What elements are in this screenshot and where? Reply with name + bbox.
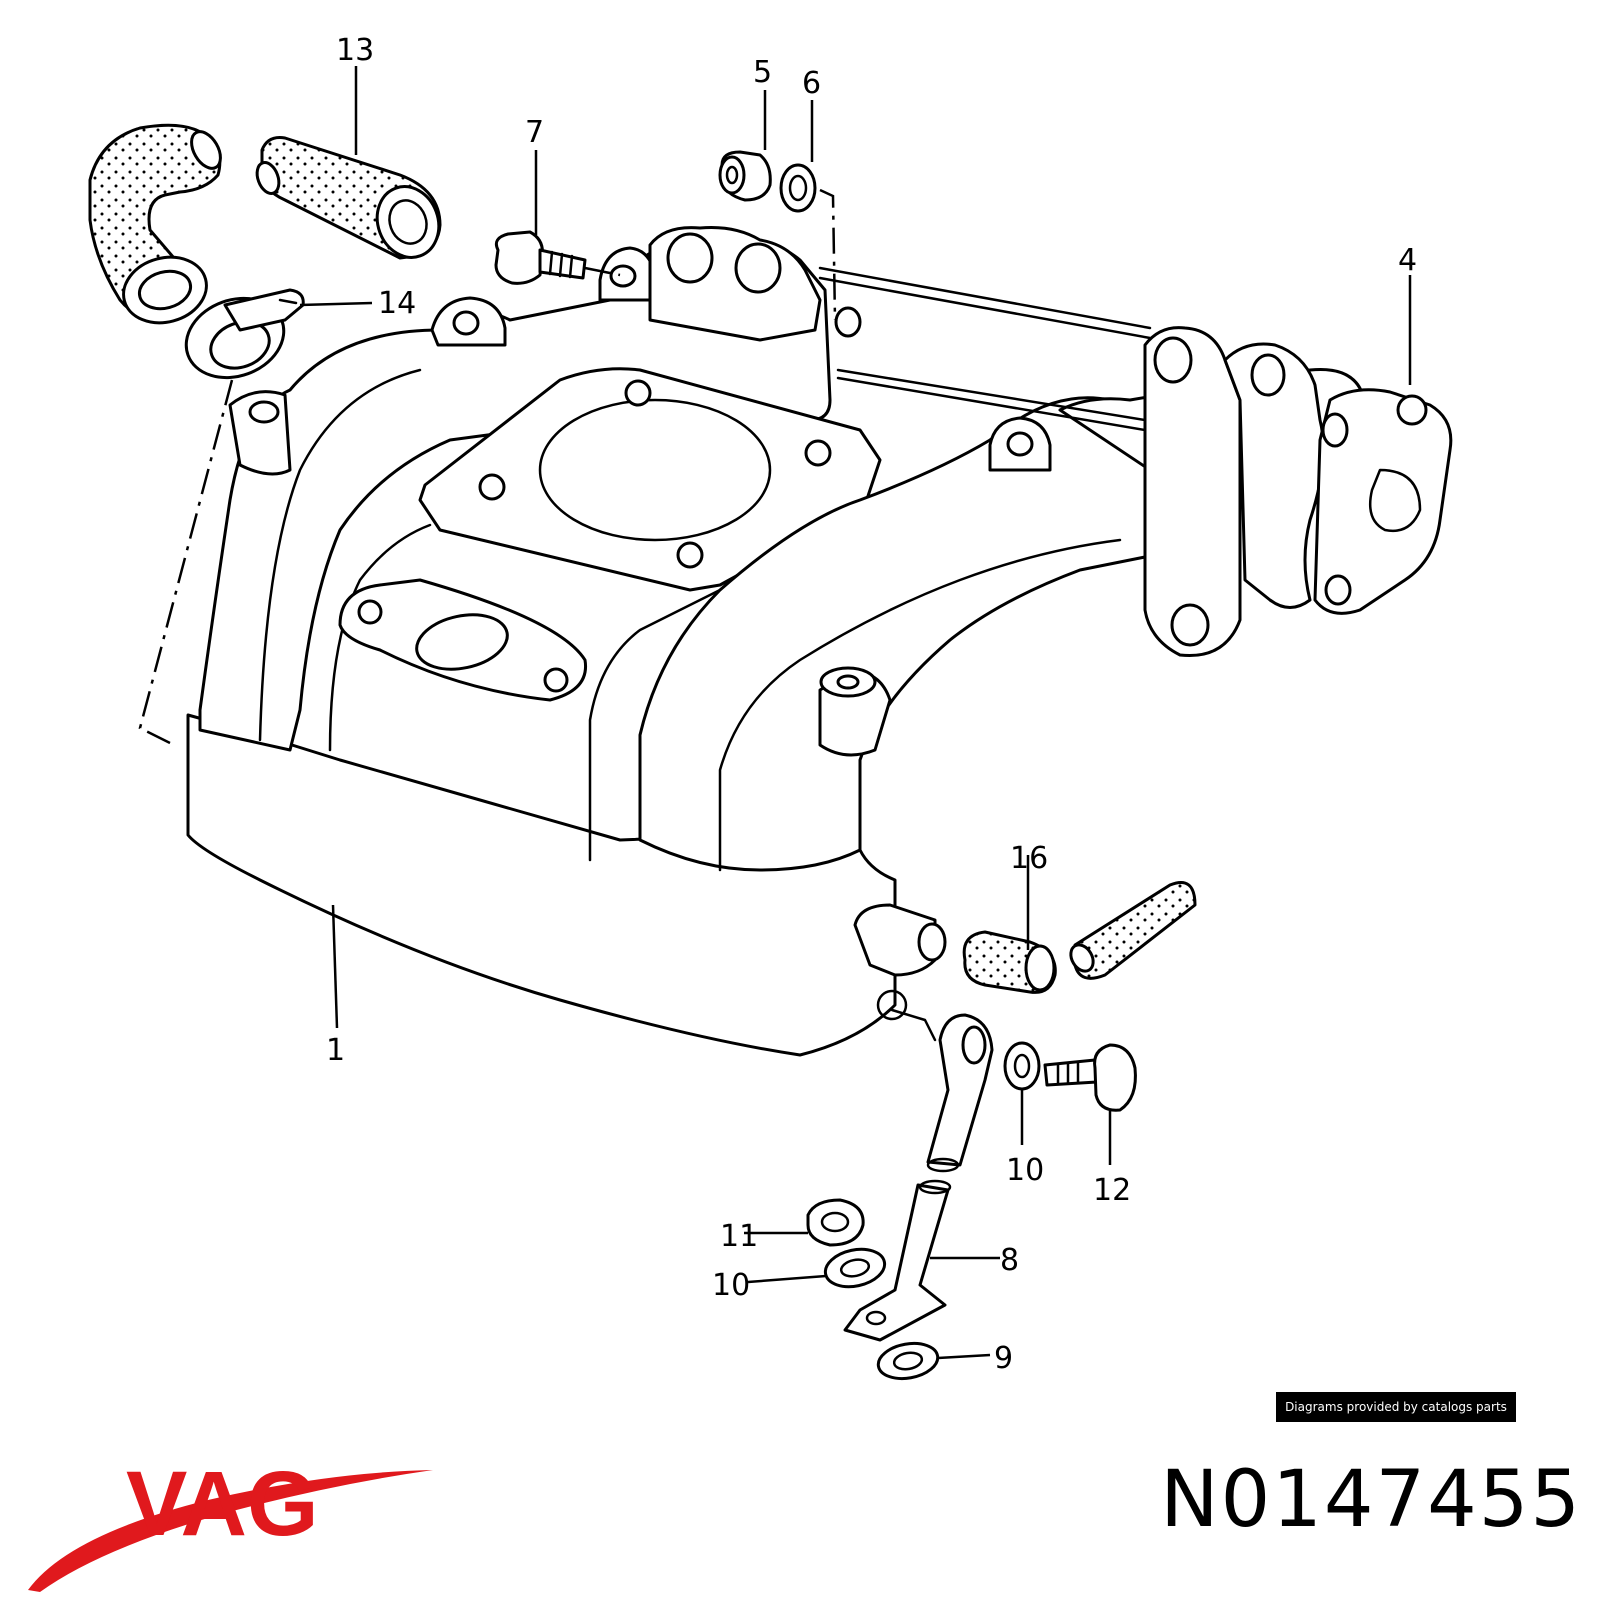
callout-10-right: 10 — [1006, 1153, 1044, 1188]
hose-clamp — [184, 288, 305, 380]
callout-4: 4 — [1398, 243, 1417, 278]
intake-manifold — [186, 226, 1453, 1057]
bolt — [494, 230, 621, 285]
callout-8: 8 — [1000, 1243, 1019, 1278]
washer — [1003, 1041, 1041, 1091]
hose-short — [962, 930, 1057, 994]
support-bracket — [843, 1013, 994, 1342]
diagram-credit-label: Diagrams provided by catalogs parts — [1276, 1392, 1516, 1422]
assembly-line-washer — [819, 188, 837, 321]
vag-logo: VAG — [28, 1453, 433, 1592]
callout-1: 1 — [326, 1033, 345, 1068]
assembly-line-clamp — [138, 379, 234, 745]
washer — [876, 1341, 940, 1381]
bolt — [1043, 1043, 1137, 1112]
part-number: N0147455 — [1160, 1455, 1582, 1545]
nut — [718, 150, 772, 202]
callout-10-lower: 10 — [712, 1268, 750, 1303]
callout-6: 6 — [802, 66, 821, 101]
callout-7: 7 — [525, 115, 544, 150]
washer — [779, 163, 817, 213]
svg-text:VAG: VAG — [126, 1453, 319, 1555]
hose-elbow — [88, 123, 222, 325]
leader-lines — [299, 66, 1412, 1360]
callout-5: 5 — [753, 55, 772, 90]
callout-9: 9 — [994, 1341, 1013, 1376]
callout-11: 11 — [720, 1219, 758, 1254]
pipe-stub — [1069, 881, 1197, 980]
callout-14: 14 — [378, 286, 416, 321]
hose-straight — [255, 136, 442, 260]
callout-16: 16 — [1010, 841, 1048, 876]
callout-12: 12 — [1093, 1173, 1131, 1208]
callout-13: 13 — [336, 33, 374, 68]
nut — [806, 1198, 865, 1247]
washer — [823, 1247, 887, 1289]
